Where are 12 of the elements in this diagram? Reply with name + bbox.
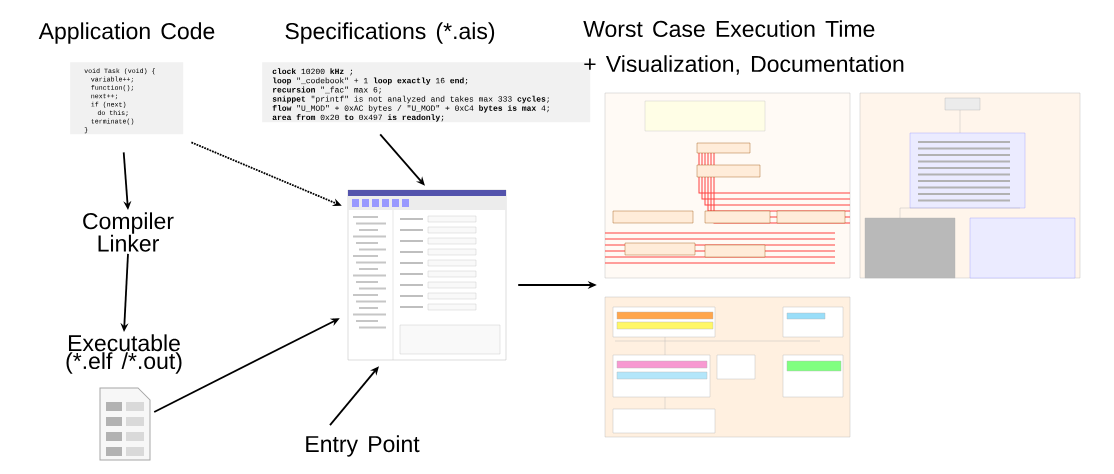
call-graph-screenshot: [604, 92, 851, 279]
code-heading: Application Code: [38, 22, 215, 44]
step-text: Compiler Linker: [83, 212, 174, 252]
arrow: [379, 133, 425, 186]
step-text: Entry Point: [306, 435, 420, 457]
hex-file-icon: [99, 387, 151, 461]
visualization-screenshot: [604, 296, 851, 438]
spec-heading: Specifications (*.ais): [285, 22, 495, 44]
arrow: [329, 366, 379, 426]
step-text: Executable (*.elf /*.out): [66, 334, 182, 374]
tool-window-screenshot: [347, 189, 507, 361]
control-flow-screenshot: [859, 92, 1081, 279]
